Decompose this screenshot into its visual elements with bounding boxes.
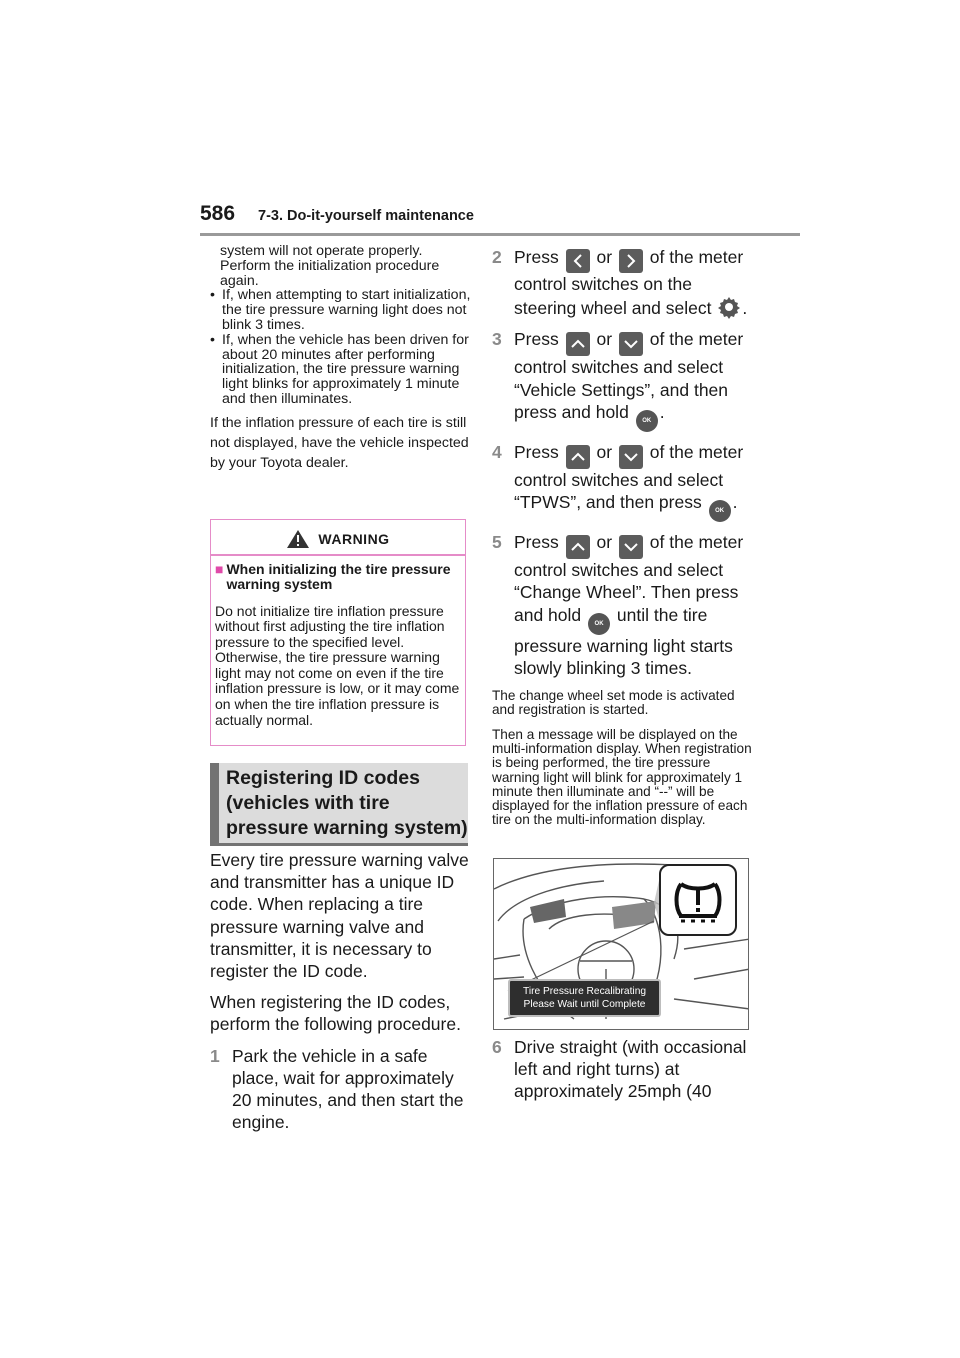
step-number: 4: [492, 441, 502, 462]
step-text: until the tire pressure warning light st…: [514, 604, 733, 678]
ok-button-icon: OK: [635, 409, 658, 432]
display-note: Then a message will be displayed on the …: [492, 726, 752, 828]
chevron-down-icon: [618, 444, 643, 469]
heading-rule: [210, 843, 468, 846]
chevron-right-icon: [618, 249, 643, 273]
step-1: 1 Park the vehicle in a safe place, wait…: [210, 1045, 472, 1134]
mode-note: The change wheel set mode is activated a…: [492, 688, 735, 718]
header-rule: [200, 233, 800, 236]
id-section-body: Every tire pressure warning valve and tr…: [210, 849, 472, 1133]
display-message-line-1: Tire Pressure Recalibrating: [522, 986, 647, 997]
step-text: Press: [514, 441, 559, 462]
display-message-line-2: Please Wait until Complete: [523, 999, 646, 1010]
left-intro: system will not operate properly. Perfor…: [210, 244, 472, 473]
step-text: of the meter control switches and select…: [514, 532, 744, 625]
tire-pressure-warning-icon: [674, 882, 722, 923]
gear-icon: [717, 295, 741, 320]
section-heading: Registering ID codes (vehicles with tire…: [210, 763, 468, 843]
step-text: of the meter control switches and select…: [514, 329, 744, 422]
section-title: 7-3. Do-it-yourself maintenance: [258, 208, 474, 224]
step-4: 4 Press or of the meter control switches…: [492, 441, 754, 523]
step-text: .: [742, 298, 748, 319]
step-5: 5 Press or of the meter control switches…: [492, 531, 754, 679]
step-number: 2: [492, 247, 502, 267]
ok-button-icon: OK: [588, 612, 611, 635]
dashboard-illustration: [494, 863, 748, 1020]
warning-box: WARNING ■ When initializing the tire pre…: [210, 519, 466, 746]
step-text: or: [596, 441, 613, 462]
step-text: of the meter control switches on the ste…: [514, 247, 744, 319]
step-text: .: [732, 492, 738, 513]
step-text: Drive straight (with occasional left and…: [514, 1037, 747, 1102]
step-text: Press: [514, 329, 559, 350]
step-number: 6: [492, 1037, 502, 1057]
step-text: or: [596, 329, 613, 350]
id-paragraph-2: When registering the ID codes, perform t…: [210, 992, 461, 1035]
step-6-container: 6 Drive straight (with occasional left a…: [492, 1036, 754, 1103]
warning-rule: [211, 554, 465, 556]
ok-button-icon: OK: [708, 500, 731, 523]
warning-subtitle: ■ When initializing the tire pressure wa…: [211, 560, 465, 592]
step-2: 2 Press or of the meter control switches…: [492, 246, 754, 320]
chevron-up-icon: [565, 535, 590, 560]
step-text: Press: [514, 532, 559, 553]
condition-item: If, when attempting to start initializat…: [210, 288, 472, 333]
warning-title: WARNING: [318, 531, 390, 547]
warning-subtitle-text: When initializing the tire pressure warn…: [226, 560, 451, 592]
step-text: or: [596, 532, 613, 553]
multi-information-display-message: Tire Pressure Recalibrating Please Wait …: [508, 979, 661, 1017]
step-3: 3 Press or of the meter control switches…: [492, 328, 754, 432]
warning-triangle-icon: [287, 530, 310, 548]
chevron-left-icon: [565, 249, 590, 273]
step-text: Press: [514, 247, 559, 267]
chevron-up-icon: [565, 444, 590, 469]
step-text: Park the vehicle in a safe place, wait f…: [232, 1045, 464, 1133]
step-text: of the meter control switches and select…: [514, 441, 744, 513]
intro-continued: system will not operate properly. Perfor…: [220, 243, 440, 289]
step-text: .: [659, 401, 665, 422]
step-6: 6 Drive straight (with occasional left a…: [492, 1036, 754, 1103]
condition-item: If, when the vehicle has been driven for…: [210, 332, 472, 407]
step-number: 3: [492, 329, 502, 350]
id-paragraph-1: Every tire pressure warning valve and tr…: [210, 850, 469, 982]
square-marker: ■: [215, 560, 224, 577]
chevron-down-icon: [618, 535, 643, 560]
step-number: 5: [492, 532, 502, 553]
warning-body: Do not initialize tire inflation pressur…: [215, 602, 460, 728]
tire-pressure-warning-light: [659, 864, 737, 936]
page-number: 586: [200, 202, 236, 225]
step-text: or: [596, 247, 613, 267]
step-number: 1: [210, 1045, 220, 1066]
instrument-figure: Tire Pressure Recalibrating Please Wait …: [493, 858, 749, 1030]
warning-header: WARNING: [211, 524, 465, 554]
chevron-down-icon: [618, 332, 643, 357]
chevron-up-icon: [565, 332, 590, 357]
right-column: 2 Press or of the meter control switches…: [492, 246, 754, 828]
dealer-note: If the inflation pressure of each tire i…: [210, 414, 469, 471]
condition-list: If, when attempting to start initializat…: [210, 288, 472, 406]
